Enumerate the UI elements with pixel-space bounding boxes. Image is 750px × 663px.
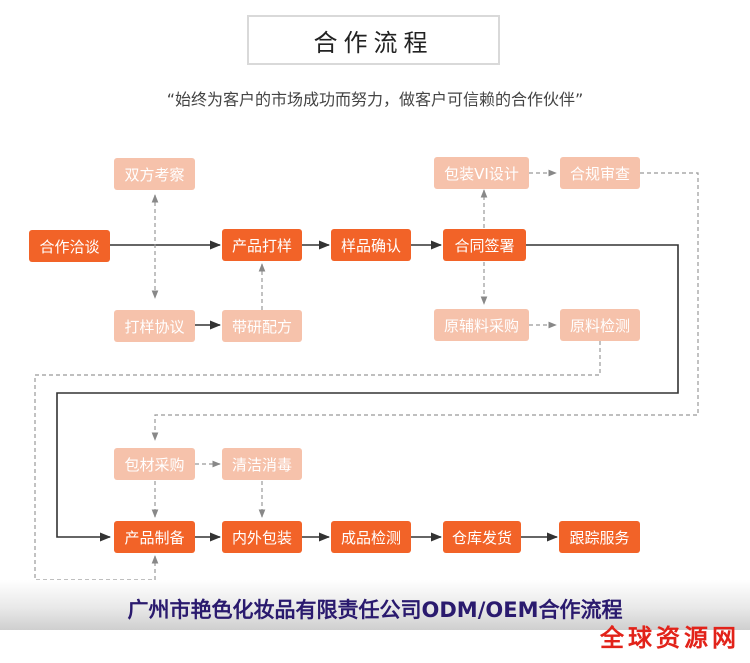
step-yuanfuliao-caigou: 原辅料采购	[434, 309, 529, 341]
footer-title: 广州市艳色化妆品有限责任公司ODM/OEM合作流程	[127, 598, 623, 622]
step-genzong-fuwu: 跟踪服务	[559, 521, 640, 553]
step-neiwai-baozhuang: 内外包装	[222, 521, 302, 553]
step-baozhuang-vi-sheji: 包装VI设计	[434, 157, 529, 189]
step-qingjie-xiaodu: 清洁消毒	[222, 448, 302, 480]
step-cangku-fahuo: 仓库发货	[443, 521, 521, 553]
slogan: “始终为客户的市场成功而努力，做客户可信赖的合作伙伴”	[166, 90, 584, 109]
watermark: 全球资源网	[600, 624, 740, 652]
step-yuanliao-jiance: 原料检测	[560, 309, 640, 341]
step-hezuo-qiatan: 合作洽谈	[29, 230, 110, 262]
step-yangpin-queren: 样品确认	[331, 229, 411, 261]
step-hegui-shencha: 合规审查	[560, 157, 640, 189]
step-chanpin-zhibei: 产品制备	[114, 521, 195, 553]
step-dayang-xieyi: 打样协议	[114, 310, 195, 342]
step-shuangfang-kaocha: 双方考察	[114, 158, 195, 190]
step-chengpin-jiance: 成品检测	[331, 521, 411, 553]
footer-band	[0, 580, 750, 630]
step-hetong-qianshu: 合同签署	[443, 229, 526, 261]
step-chanpin-dayang: 产品打样	[222, 229, 302, 261]
step-baocai-caigou: 包材采购	[114, 448, 195, 480]
page-title: 合作流程	[247, 15, 500, 65]
step-daiyan-peifang: 带研配方	[222, 310, 302, 342]
